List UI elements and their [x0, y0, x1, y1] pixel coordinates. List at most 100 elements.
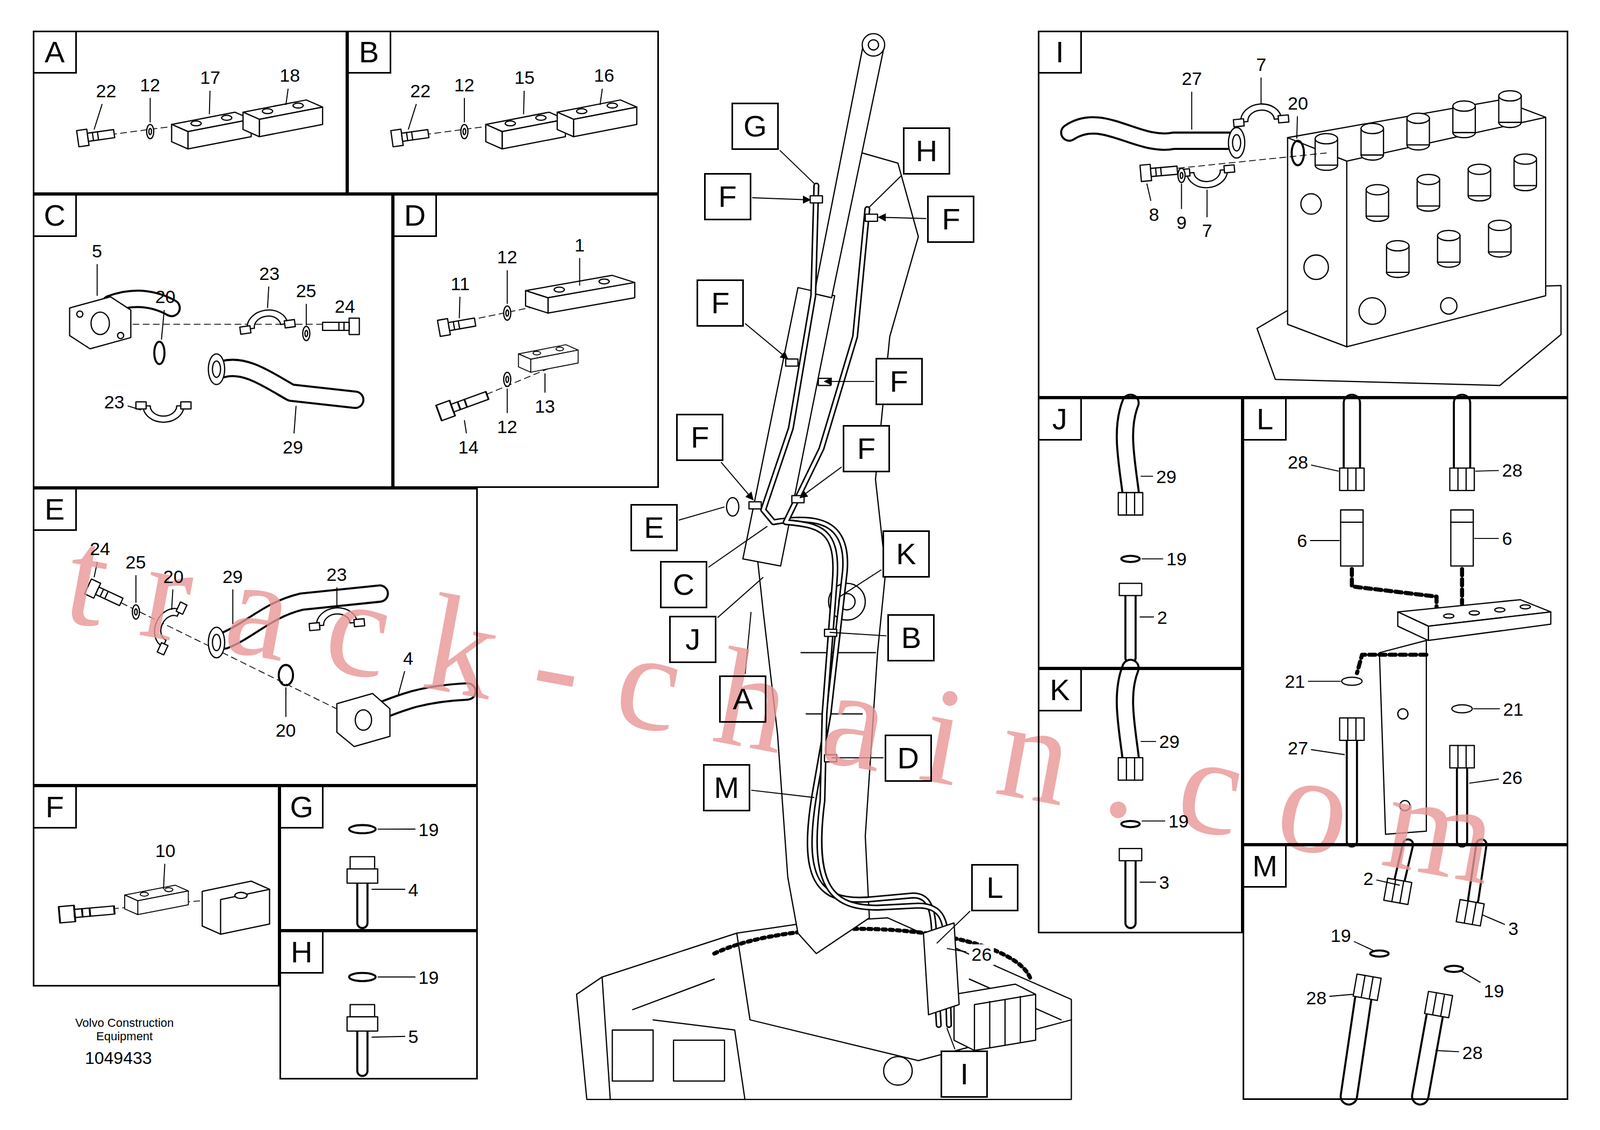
- callout-number: 29: [222, 566, 243, 587]
- flange-part-drawing: [212, 361, 221, 378]
- leader-line: [163, 864, 165, 890]
- excavator-frame-drawing: [814, 45, 884, 299]
- leader-line: [463, 97, 465, 123]
- clamp-part-drawing: [390, 99, 637, 149]
- flange-part-drawing: [222, 368, 356, 400]
- control-valve-drawing: [1315, 133, 1338, 171]
- excavator-frame-drawing: [673, 1040, 725, 1082]
- bulkhead-fitting-drawing: [1454, 403, 1470, 468]
- hose-joint-drawing: [1424, 991, 1453, 1018]
- callout-number: 5: [91, 240, 103, 262]
- bulkhead-fitting-drawing: [1357, 655, 1427, 674]
- detail-panel: K29193: [1037, 668, 1244, 935]
- callout-number: 24: [334, 296, 356, 317]
- callout-box: F: [696, 279, 744, 327]
- callout-number: 27: [1181, 68, 1203, 89]
- clamp-part-drawing: [435, 275, 635, 421]
- hose-joint-drawing: [1353, 974, 1382, 1001]
- clamp-part-drawing: [76, 125, 116, 148]
- flange-part-drawing: [302, 326, 310, 341]
- detail-panel: H195: [279, 930, 478, 1080]
- detail-letter: E: [34, 489, 77, 532]
- leader-line: [371, 1036, 406, 1038]
- detail-letter: H: [281, 932, 324, 974]
- detail-panel: D11211121314: [392, 194, 660, 489]
- detail-panel: E2425202923420: [32, 488, 478, 786]
- control-valve-drawing: [1440, 297, 1457, 314]
- leader-line: [824, 381, 875, 383]
- leader-line: [464, 420, 467, 434]
- fitting-part-drawing: [347, 973, 378, 1072]
- leader-line: [1206, 189, 1208, 218]
- excavator-frame-drawing: [601, 933, 1072, 1100]
- callout-letter: F: [711, 286, 730, 320]
- callout-number: 29: [1159, 731, 1180, 752]
- flange-part-drawing: [238, 306, 296, 335]
- callout-number: 22: [410, 80, 431, 102]
- callout-number: 11: [450, 273, 470, 294]
- excavator-frame-drawing: [862, 33, 885, 57]
- bulkhead-fitting-drawing: [1452, 403, 1472, 468]
- hose-fitting-drawing: [1118, 492, 1144, 516]
- callout-number: 27: [1287, 737, 1309, 759]
- callout-letter: F: [890, 364, 909, 399]
- callout-number: 29: [282, 436, 304, 458]
- leader-line: [305, 304, 307, 326]
- callout-letter: D: [897, 741, 920, 776]
- callout-number: 28: [1287, 451, 1309, 473]
- control-valve-drawing: [1437, 230, 1461, 268]
- leader-line: [1190, 91, 1193, 130]
- clamp-part-drawing: [554, 287, 565, 292]
- hose-fitting-drawing: [1124, 403, 1131, 492]
- excavator-frame-drawing: [785, 209, 950, 1025]
- detail-letter: G: [281, 787, 324, 829]
- callout-number: 7: [1202, 220, 1213, 241]
- excavator-frame-drawing: [868, 39, 879, 50]
- leader-line: [1435, 1050, 1460, 1052]
- leader-line: [721, 462, 754, 500]
- leader-line: [829, 632, 887, 637]
- leader-line: [1139, 881, 1157, 884]
- leader-line: [1329, 994, 1353, 997]
- leader-line: [752, 197, 811, 200]
- bulkhead-fitting-drawing: [1339, 718, 1365, 741]
- leader-line: [1474, 537, 1499, 540]
- control-valve-drawing: [1452, 101, 1476, 138]
- hose-joint-drawing: [1349, 999, 1364, 1097]
- detail-letter: F: [34, 787, 77, 829]
- callout-box: E: [630, 504, 678, 552]
- bulkhead-fitting-drawing: [1428, 612, 1552, 641]
- leader-line: [1473, 708, 1500, 710]
- callout-box: M: [702, 764, 751, 812]
- leader-line: [869, 175, 902, 207]
- callout-number: 8: [1149, 204, 1160, 225]
- callout-number: 20: [275, 720, 297, 741]
- hose-fitting-drawing: [1119, 583, 1143, 597]
- leader-line: [1309, 540, 1340, 542]
- bulkhead-fitting-drawing: [1342, 403, 1361, 468]
- leader-line: [599, 88, 602, 105]
- callout-number: 19: [418, 967, 439, 988]
- callout-letter: H: [915, 134, 938, 168]
- callout-box: A: [719, 675, 767, 723]
- callout-number: 6: [1296, 530, 1308, 551]
- callout-number: 3: [1159, 872, 1170, 893]
- control-valve-drawing: [1178, 168, 1186, 183]
- clamp-part-drawing: [124, 885, 189, 915]
- callout-number: 2: [1363, 868, 1374, 889]
- callout-box: L: [971, 864, 1019, 912]
- callout-number: 16: [593, 65, 615, 86]
- leader-line: [94, 104, 103, 130]
- callout-number: 26: [1502, 767, 1523, 788]
- callout-box: F: [927, 195, 975, 243]
- clamp-part-drawing: [599, 278, 610, 284]
- leader-line: [946, 1028, 956, 1050]
- callout-box: F: [704, 173, 752, 221]
- control-valve-drawing: [1287, 99, 1546, 347]
- clamp-part-drawing: [437, 313, 477, 337]
- callout-number: 10: [155, 840, 176, 862]
- detail-letter: A: [34, 32, 77, 74]
- clamp-part-drawing: [58, 901, 116, 923]
- clamp-part-drawing: [503, 372, 511, 387]
- detail-letter: K: [1039, 670, 1082, 712]
